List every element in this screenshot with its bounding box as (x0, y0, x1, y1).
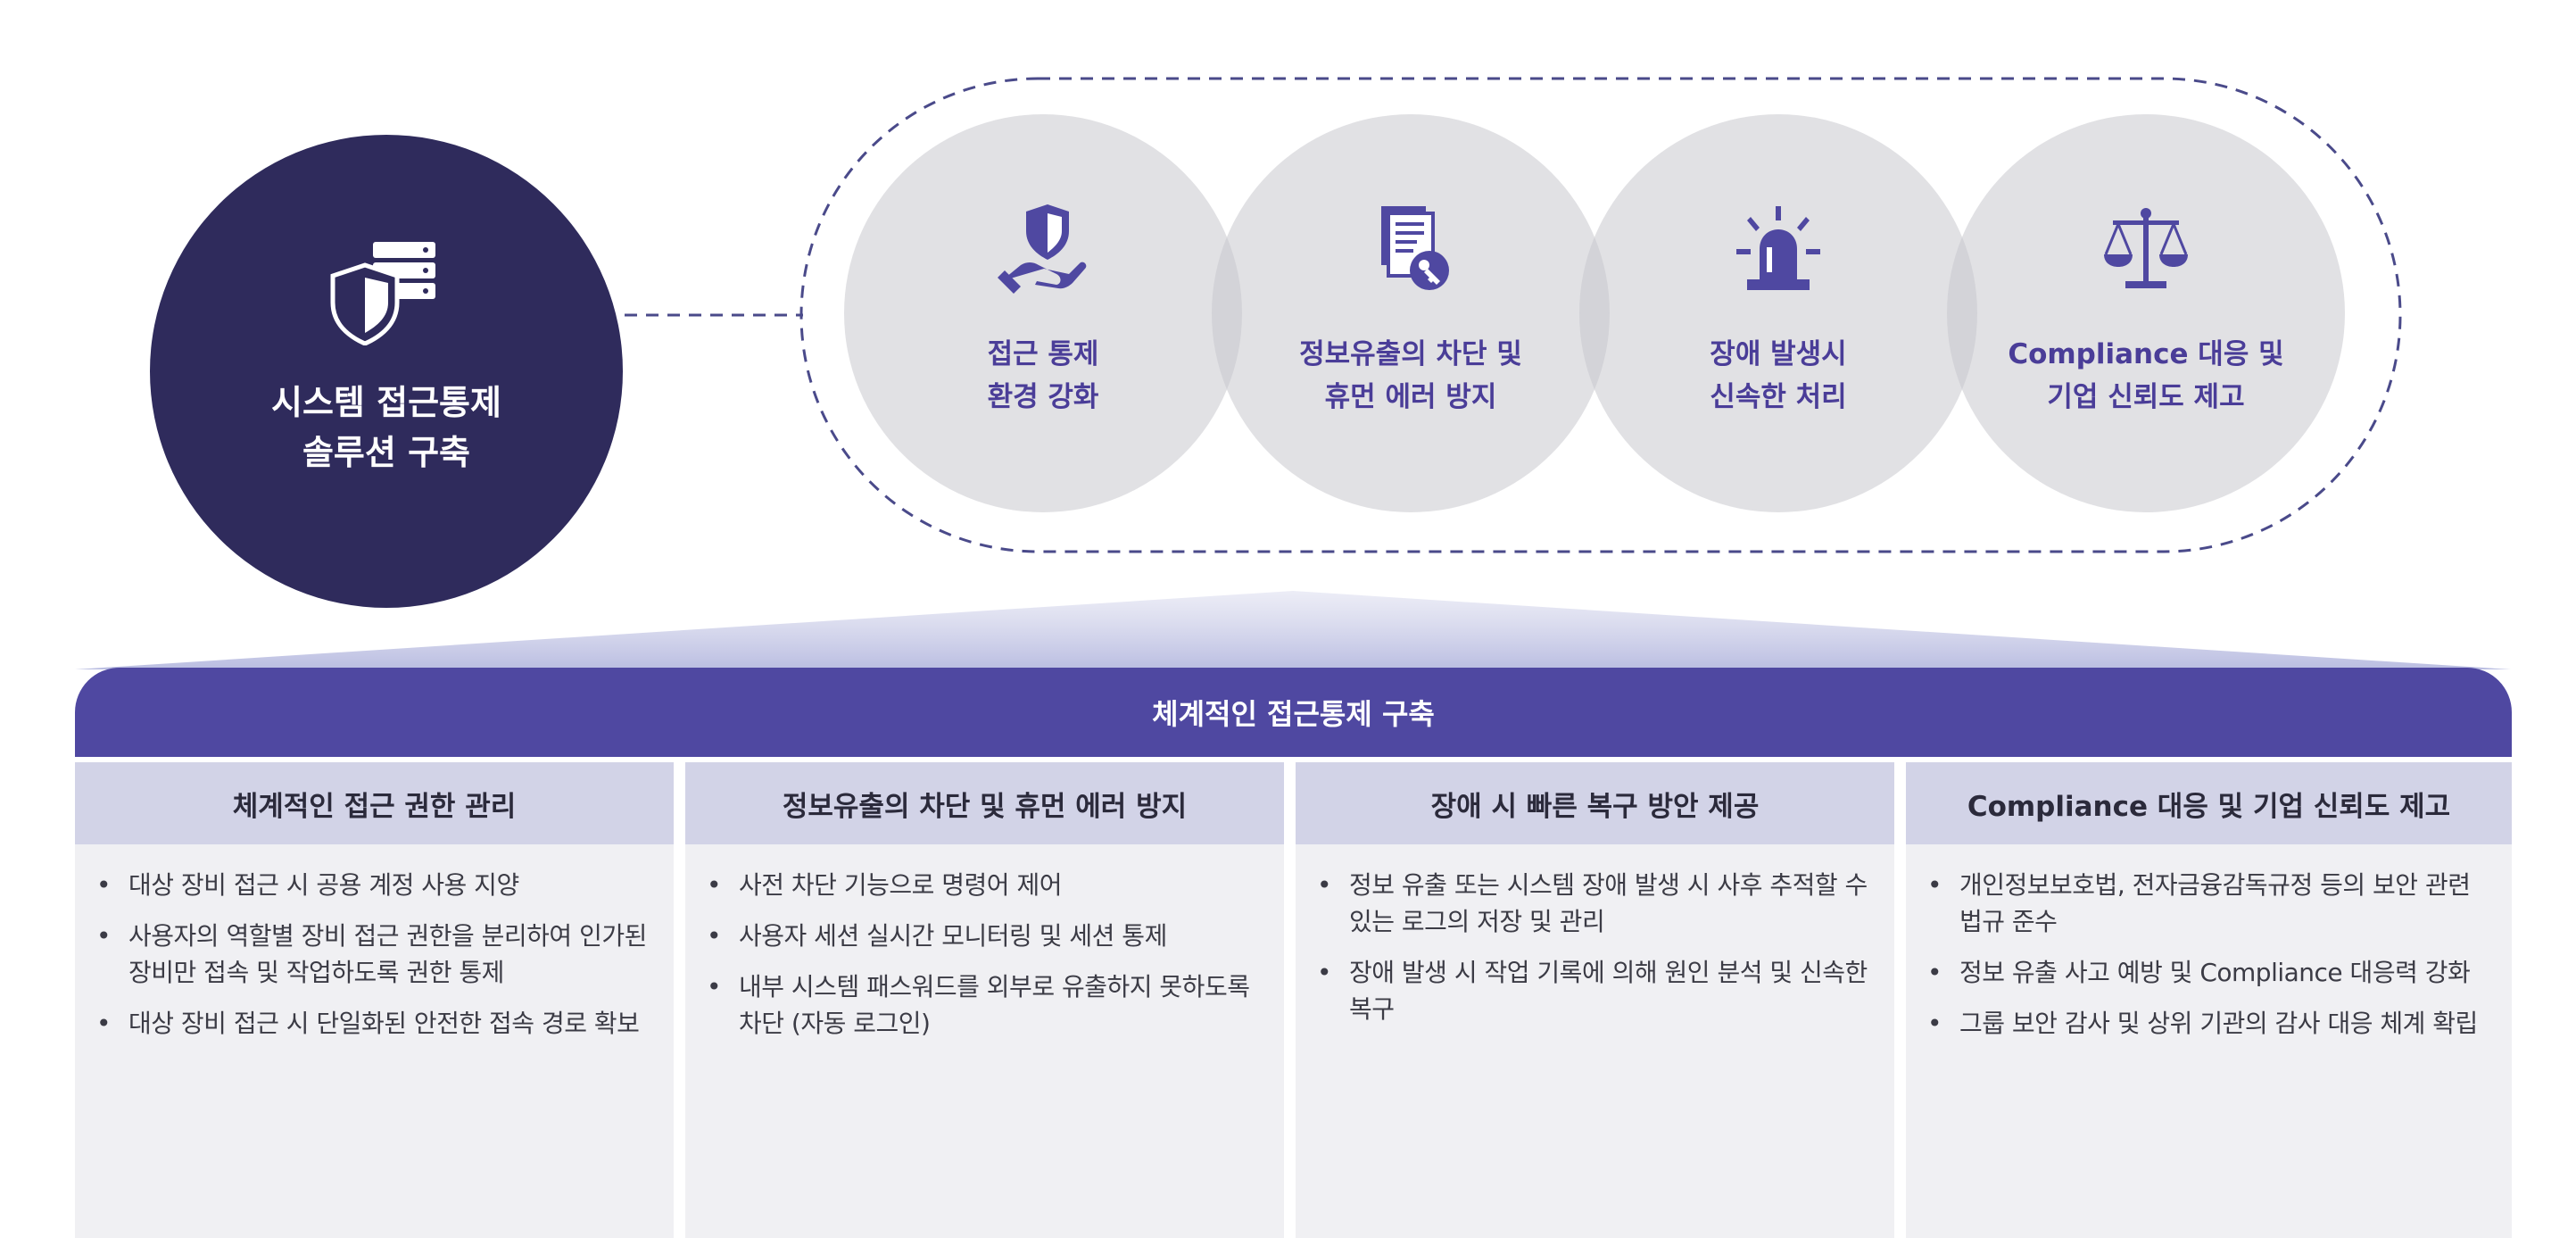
list-item: 그룹 보안 감사 및 상위 기관의 감사 대응 체계 확립 (1927, 1005, 2485, 1042)
list-item: 정보 유출 사고 예방 및 Compliance 대응력 강화 (1927, 954, 2485, 991)
list-item: 정보 유출 또는 시스템 장애 발생 시 사후 추적할 수 있는 로그의 저장 … (1317, 867, 1868, 940)
bullet-list: 개인정보보호법, 전자금융감독규정 등의 보안 관련 법규 준수 정보 유출 사… (1906, 844, 2512, 1042)
main-title: 시스템 접근통제 솔루션 구축 (271, 378, 501, 478)
balance-scale-icon (2104, 208, 2188, 288)
column-body: 사전 차단 기능으로 명령어 제어 사용자 세션 실시간 모니터링 및 세션 통… (685, 844, 1284, 1238)
alarm-siren-icon (1736, 206, 1820, 290)
goal-label-line2: 휴먼 에러 방지 (1324, 381, 1497, 413)
column-body: 정보 유출 또는 시스템 장애 발생 시 사후 추적할 수 있는 로그의 저장 … (1296, 844, 1894, 1238)
dashed-capsule (799, 77, 2402, 553)
bullet-list: 정보 유출 또는 시스템 장애 발생 시 사후 추적할 수 있는 로그의 저장 … (1296, 844, 1894, 1027)
funnel-shape (75, 591, 2511, 669)
column-header: 체계적인 접근 권한 관리 (75, 762, 674, 844)
list-item: 대상 장비 접근 시 공용 계정 사용 지양 (96, 867, 647, 903)
server-shield-icon (330, 242, 435, 345)
bullet-list: 대상 장비 접근 시 공용 계정 사용 지양 사용자의 역할별 장비 접근 권한… (75, 844, 674, 1042)
goal-label-line1: Compliance 대응 및 (2008, 338, 2284, 370)
panel-title: 체계적인 접근통제 구축 (75, 668, 2512, 757)
list-item: 사전 차단 기능으로 명령어 제어 (707, 867, 1257, 903)
list-item: 내부 시스템 패스워드를 외부로 유출하지 못하도록 차단 (자동 로그인) (707, 968, 1257, 1042)
hand-shield-icon (998, 204, 1087, 294)
column-header: 장애 시 빠른 복구 방안 제공 (1296, 762, 1894, 844)
goal-label-line2: 환경 강화 (987, 381, 1099, 413)
goal-label: Compliance 대응 및 기업 신뢰도 제고 (2008, 333, 2283, 419)
list-item: 개인정보보호법, 전자금융감독규정 등의 보안 관련 법규 준수 (1927, 867, 2485, 940)
goal-label-line2: 신속한 처리 (1710, 381, 1847, 413)
goal-label: 접근 통제 환경 강화 (988, 333, 1099, 419)
goal-label-line1: 정보유출의 차단 및 (1299, 338, 1522, 370)
document-key-icon (1381, 206, 1449, 290)
bullet-list: 사전 차단 기능으로 명령어 제어 사용자 세션 실시간 모니터링 및 세션 통… (685, 844, 1284, 1042)
goal-label: 장애 발생시 신속한 처리 (1710, 333, 1846, 419)
goal-access-control: 접근 통제 환경 강화 (844, 114, 1242, 512)
column-header: 정보유출의 차단 및 휴먼 에러 방지 (685, 762, 1284, 844)
column-body: 개인정보보호법, 전자금융감독규정 등의 보안 관련 법규 준수 정보 유출 사… (1906, 844, 2512, 1238)
goal-leak-prevention: 정보유출의 차단 및 휴먼 에러 방지 (1212, 114, 1610, 512)
list-item: 대상 장비 접근 시 단일화된 안전한 접속 경로 확보 (96, 1005, 647, 1042)
goal-fast-recovery: 장애 발생시 신속한 처리 (1579, 114, 1977, 512)
list-item: 장애 발생 시 작업 기록에 의해 원인 분석 및 신속한 복구 (1317, 954, 1868, 1027)
goal-label-line2: 기업 신뢰도 제고 (2047, 381, 2245, 413)
goal-label: 정보유출의 차단 및 휴먼 에러 방지 (1299, 333, 1522, 419)
column-header: Compliance 대응 및 기업 신뢰도 제고 (1906, 762, 2512, 844)
goal-label-line1: 장애 발생시 (1710, 338, 1847, 370)
capsule-outline (625, 77, 2402, 553)
goal-label-line1: 접근 통제 (987, 338, 1099, 370)
main-solution-circle: 시스템 접근통제 솔루션 구축 (150, 135, 623, 608)
column-body: 대상 장비 접근 시 공용 계정 사용 지양 사용자의 역할별 장비 접근 권한… (75, 844, 674, 1238)
list-item: 사용자의 역할별 장비 접근 권한을 분리하여 인가된 장비만 접속 및 작업하… (96, 918, 647, 991)
goal-compliance: Compliance 대응 및 기업 신뢰도 제고 (1947, 114, 2345, 512)
main-title-line2: 솔루션 구축 (302, 433, 470, 472)
main-title-line1: 시스템 접근통제 (271, 383, 501, 422)
list-item: 사용자 세션 실시간 모니터링 및 세션 통제 (707, 918, 1257, 954)
